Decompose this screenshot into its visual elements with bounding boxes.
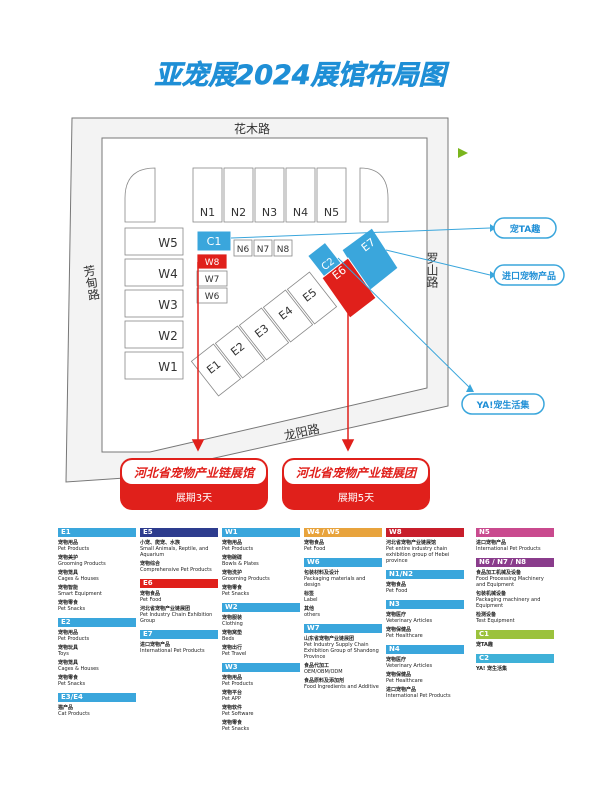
hall-n8[interactable] <box>273 239 293 257</box>
hall-n4-label: N4 <box>293 206 308 219</box>
hall-n5[interactable] <box>316 167 347 223</box>
banner-right-sub: 展期5天 <box>338 492 374 504</box>
banner-left: 河北省宠物产业链展馆 展期3天 <box>120 458 268 510</box>
hall-n5-label: N5 <box>324 206 339 219</box>
hall-w3[interactable] <box>124 289 184 318</box>
hall-n6-label: N6 <box>237 245 250 255</box>
callout-import-label: 进口宠物产品 <box>502 270 556 282</box>
hall-e2[interactable] <box>214 325 266 379</box>
north-small-halls: N6 N7 N8 <box>233 239 293 257</box>
hall-w1-label: W1 <box>158 360 178 374</box>
hall-n1[interactable] <box>192 167 223 223</box>
hall-e6[interactable] <box>321 257 377 319</box>
hall-c1-label: C1 <box>207 235 222 248</box>
banner-left-title: 河北省宠物产业链展馆 <box>134 466 256 480</box>
hall-n8-label: N8 <box>277 245 290 255</box>
banner-right: 河北省宠物产业链展团 展期5天 <box>282 458 430 510</box>
hall-w2[interactable] <box>124 320 184 349</box>
hall-n4[interactable] <box>285 167 316 223</box>
hall-n2[interactable] <box>223 167 254 223</box>
hall-w3-label: W3 <box>158 298 178 312</box>
hall-e5[interactable] <box>286 271 338 325</box>
north-halls: N1 N2 N3 N4 N5 <box>192 167 347 223</box>
red-arrows <box>191 262 355 452</box>
north-marker-icon <box>458 148 468 158</box>
hall-w7-label: W7 <box>205 275 220 285</box>
callout-ya[interactable]: YA!宠生活集 <box>461 393 545 415</box>
hall-n3-label: N3 <box>262 206 277 219</box>
hall-w6[interactable] <box>196 287 228 304</box>
hall-w5-label: W5 <box>158 236 178 250</box>
hall-w7[interactable] <box>196 270 228 287</box>
hall-w8-label: W8 <box>205 258 220 268</box>
callout-lines <box>230 227 491 389</box>
hall-e4[interactable] <box>262 289 314 343</box>
hall-e1[interactable] <box>190 343 242 397</box>
hall-w6-label: W6 <box>205 292 220 302</box>
road-north: 花木路 <box>234 121 270 136</box>
hall-w2-label: W2 <box>158 329 178 343</box>
hall-n6[interactable] <box>233 239 253 257</box>
hall-w4-label: W4 <box>158 267 178 281</box>
callout-import[interactable]: 进口宠物产品 <box>493 264 565 286</box>
north-shells <box>124 167 389 223</box>
hall-w5[interactable] <box>124 227 184 256</box>
hall-c1[interactable] <box>196 230 232 252</box>
hall-n1-label: N1 <box>200 206 215 219</box>
hall-n3[interactable] <box>254 167 285 223</box>
banner-right-title: 河北省宠物产业链展团 <box>296 466 418 480</box>
hall-n2-label: N2 <box>231 206 246 219</box>
callout-arrows <box>466 224 496 392</box>
banner-left-sub: 展期3天 <box>176 492 212 504</box>
hall-w4[interactable] <box>124 258 184 287</box>
hall-n7-label: N7 <box>257 245 269 255</box>
road-east: 罗山路 <box>425 252 439 289</box>
road-west: 芳甸路 <box>81 263 101 302</box>
hall-e3[interactable] <box>238 307 290 361</box>
callout-ta-label: 宠TA趣 <box>510 223 541 235</box>
hall-w1[interactable] <box>124 351 184 380</box>
map-title: 亚宠展2024展馆布局图 <box>154 60 449 91</box>
hall-n7[interactable] <box>253 239 273 257</box>
callout-ya-label: YA!宠生活集 <box>476 399 531 411</box>
callout-ta[interactable]: 宠TA趣 <box>493 217 557 239</box>
hall-w8[interactable] <box>196 253 228 270</box>
road-south: 龙阳路 <box>283 421 321 443</box>
